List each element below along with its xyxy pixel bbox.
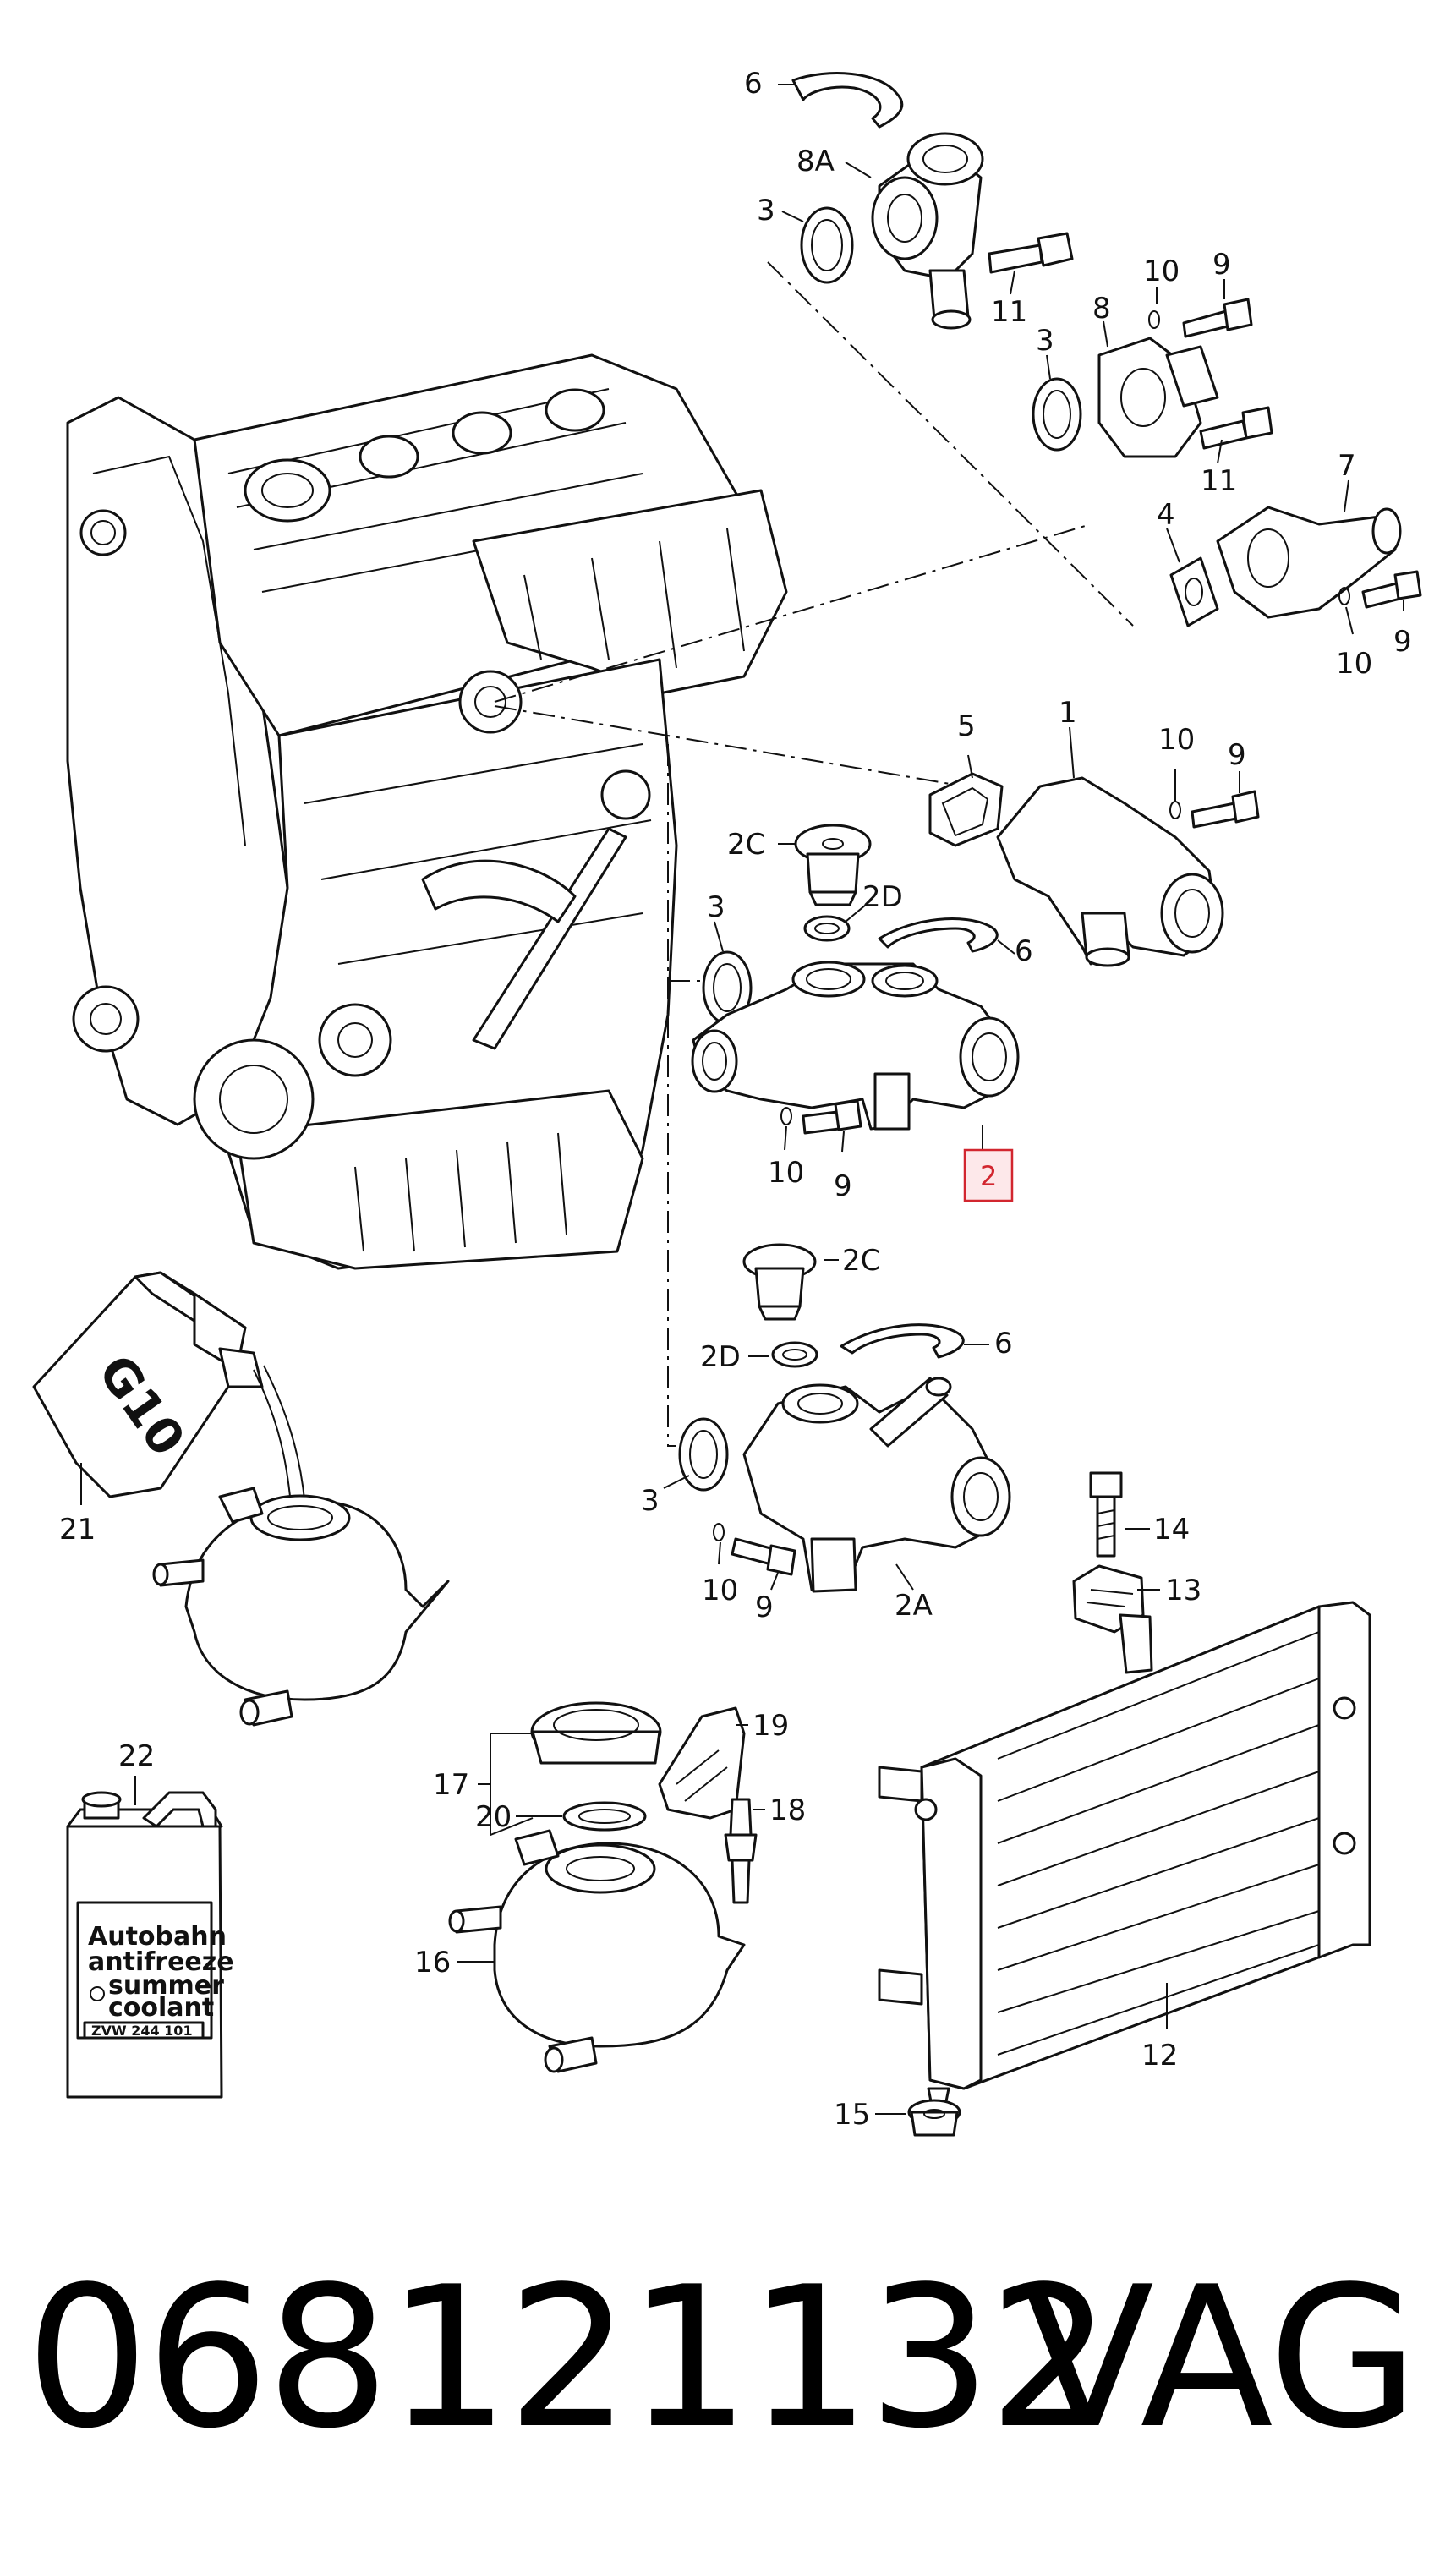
callout-3-top: 3 (757, 194, 775, 227)
callout-2d-a: 2D (862, 880, 903, 914)
callout-20: 20 (475, 1800, 512, 1834)
callout-9-e: 9 (755, 1591, 774, 1624)
callout-10-e: 10 (702, 1574, 738, 1607)
part-8-flange (1097, 337, 1219, 458)
callout-2c-a: 2C (727, 828, 765, 862)
callout-10-b: 10 (1336, 647, 1372, 681)
callout-9-c: 9 (1228, 738, 1246, 772)
callout-1: 1 (1059, 696, 1077, 730)
callout-11-mid: 11 (1201, 464, 1237, 498)
callout-11-top: 11 (991, 295, 1027, 329)
callout-12: 12 (1141, 2039, 1178, 2072)
callout-3-bot: 3 (641, 1484, 660, 1518)
callout-9-a: 9 (1212, 248, 1231, 282)
part-10-9-bolt-d (780, 1099, 862, 1135)
part-14-bolt (1089, 1471, 1123, 1558)
part-15-grommet (907, 2099, 961, 2137)
engine-block-illustration (66, 353, 788, 1270)
part-8a-connector-housing (871, 132, 984, 330)
callout-6-top: 6 (744, 67, 763, 101)
part-10-9-bolt-c (1169, 790, 1260, 829)
part-18-sensor (724, 1798, 758, 1904)
part-number: 068121132 (25, 2246, 1112, 2472)
callout-2a: 2A (895, 1589, 933, 1623)
callout-7: 7 (1338, 449, 1356, 483)
part-4-gasket (1169, 556, 1219, 627)
part-6-top-clip (791, 72, 904, 129)
bottle-line-2: antifreeze (88, 1947, 234, 1977)
part-10-9-bolt-b (1338, 570, 1422, 609)
callout-2d-b: 2D (700, 1340, 741, 1374)
part-7-coolant-flange (1216, 506, 1402, 619)
expansion-tank-21 (152, 1487, 450, 1727)
part-2c-plug-a (794, 824, 872, 906)
callout-15: 15 (834, 2098, 870, 2132)
callout-10-a: 10 (1143, 255, 1180, 288)
bottle-line-1: Autobahn (88, 1922, 227, 1952)
part-2a-coolant-flange (742, 1377, 1011, 1593)
part-22-antifreeze-bottle: Autobahn antifreeze summer coolant ZVW 2… (66, 1791, 234, 2099)
part-2d-oring-b (771, 1341, 818, 1368)
leader-lines (80, 84, 1404, 2115)
callout-16: 16 (414, 1946, 451, 1979)
part-3-low-gasket (702, 950, 753, 1025)
bottle-code: ZVW 244 101 (91, 2023, 193, 2039)
callout-9-b: 9 (1393, 625, 1412, 659)
callout-14: 14 (1153, 1513, 1190, 1547)
part-16-expansion-tank (448, 1829, 746, 2073)
part-3-top-gasket (800, 206, 854, 284)
callout-6-mid: 6 (1015, 934, 1033, 968)
callout-3-low: 3 (707, 890, 725, 924)
part-2-coolant-flange-highlighted (691, 961, 1020, 1131)
callout-17: 17 (433, 1768, 469, 1802)
part-17-cap (530, 1701, 662, 1765)
part-12-radiator (878, 1601, 1371, 2107)
part-11-mid-bolt (1199, 406, 1273, 450)
callout-21: 21 (59, 1513, 96, 1547)
callout-3-mid: 3 (1036, 324, 1054, 358)
part-10-9-bolt-a (1148, 298, 1253, 338)
callout-4: 4 (1157, 498, 1175, 532)
callout-8: 8 (1092, 292, 1111, 326)
highlight-box-2 (963, 1148, 1014, 1202)
callout-labels: 6 8A 3 11 10 9 8 3 11 4 7 9 10 5 1 10 9 … (59, 67, 1412, 2132)
callout-5: 5 (957, 709, 976, 743)
part-2c-plug-b (742, 1243, 817, 1321)
callout-19: 19 (753, 1709, 789, 1743)
part-5-gasket (928, 772, 1004, 847)
bottle-line-3: summer (108, 1971, 224, 2001)
part-6-low-clip (840, 1323, 965, 1359)
part-6-mid-clip (878, 917, 999, 953)
part-21-g10-coolant-can: G10 (32, 1271, 307, 1519)
callout-10-c: 10 (1158, 723, 1195, 757)
part-20-seal (562, 1801, 647, 1832)
brand-name: VAG (1021, 2246, 1419, 2472)
callout-10-d: 10 (768, 1156, 804, 1190)
exploded-parts-diagram: G10 Autobahn antifreeze summer coolant Z… (32, 67, 1422, 2137)
part-3-bot-gasket (678, 1417, 729, 1492)
part-13-rubber-mount (1072, 1564, 1153, 1674)
bottle-line-4: coolant (108, 1993, 214, 2023)
callout-18: 18 (769, 1793, 806, 1827)
callout-6-low: 6 (994, 1327, 1013, 1361)
part-1-water-outlet (996, 776, 1224, 967)
callout-9-d: 9 (834, 1169, 852, 1203)
callout-22: 22 (118, 1739, 155, 1773)
part-11-top-bolt (988, 232, 1074, 274)
part-3-mid-gasket (1032, 377, 1082, 452)
part-2d-oring-a (803, 915, 851, 942)
assembly-lines (494, 261, 1134, 1447)
callout-2c-b: 2C (842, 1244, 880, 1278)
callout-13: 13 (1165, 1574, 1201, 1607)
part-10-9-bolt-e (713, 1523, 796, 1576)
callout-8a: 8A (796, 145, 835, 178)
callout-2-highlighted: 2 (980, 1160, 997, 1192)
part-19-bracket (658, 1706, 746, 1820)
